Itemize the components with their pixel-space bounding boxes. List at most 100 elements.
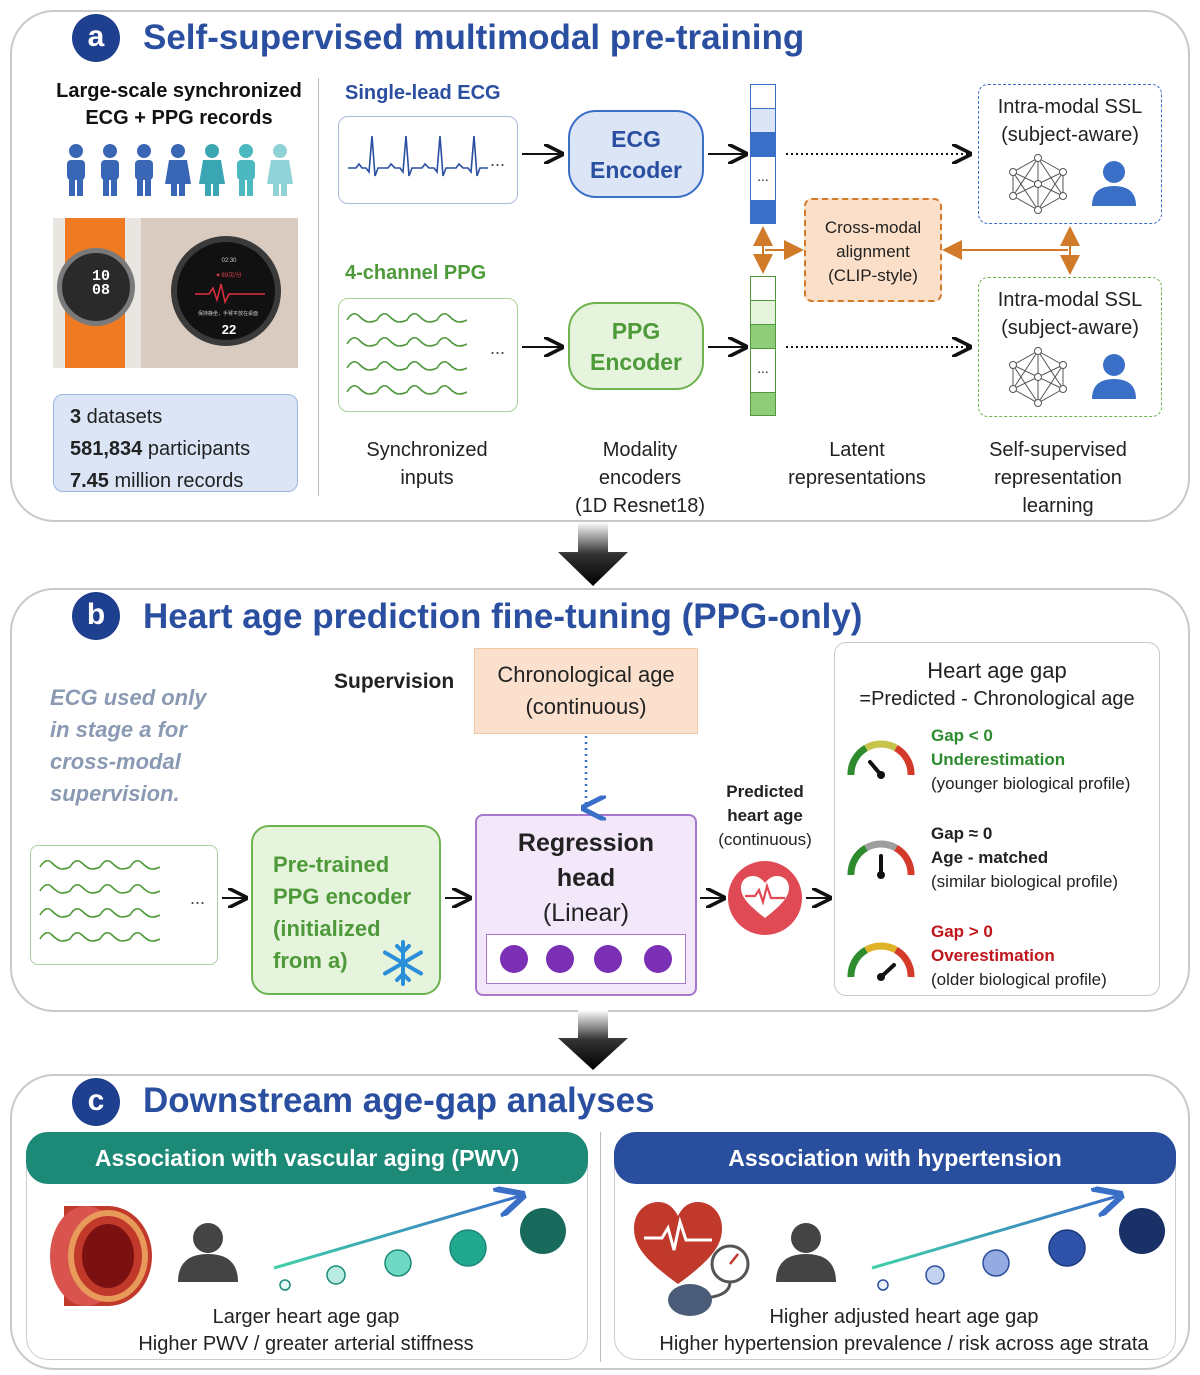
watch-hr-text: ♥ 89次/分 [216,273,242,279]
watch-small-time: 02:30 [221,258,237,264]
artery-icon [50,1206,152,1306]
trend-arrow [273,1196,520,1270]
watch-big-number: 22 [221,322,237,337]
ppg-channel-3 [346,360,468,371]
hypertension-banner: Association with hypertension [614,1132,1176,1184]
ppg-channel-2 [346,336,468,347]
neuron [546,945,574,973]
panel-a-title: Self-supervised multimodal pre-training [143,18,805,57]
person-icon [165,144,191,196]
user-icon [1092,161,1136,206]
pwv-banner: Association with vascular aging (PWV) [26,1132,588,1184]
cross-modal-alignment-box: Cross-modal alignment (CLIP-style) [804,198,942,302]
gap-item-low: Gap < 0 Underestimation (younger biologi… [931,726,1131,793]
ecg-ssl-box: Intra-modal SSL (subject-aware) [978,84,1162,224]
chronological-age-box: Chronological age (continuous) [474,648,698,734]
ecg-signal-box [338,116,518,204]
ecg-label: Single-lead ECG [345,82,501,104]
trend-dot [1048,1229,1086,1267]
panel-a-divider [318,78,319,496]
caption-ssl: Self-supervised representation learning [989,439,1127,517]
panel-c-title: Downstream age-gap analyses [143,1081,655,1120]
predicted-heart-age-label: Predicted heart age (continuous) [718,782,812,849]
ppg-encoder: PPG Encoder [568,302,704,390]
neural-network-icon [1009,154,1067,214]
watch-ecg-icon [195,283,265,305]
snowflake-icon [383,940,423,986]
pwv-caption: Larger heart age gap Higher PWV / greate… [138,1306,474,1355]
panel-b-badge: b [72,592,120,640]
ecg-note: ECG used only in stage a for cross-modal… [50,685,207,806]
ppg-input-box-b [30,845,218,965]
panel-a-badge: a [72,14,120,62]
person-silhouette-icon [178,1223,238,1282]
blood-pressure-icon [634,1202,750,1316]
panel-c-divider [600,1132,601,1362]
person-icon [267,144,293,196]
down-arrow-b-to-c [558,1010,628,1070]
person-silhouette-icon [776,1223,836,1282]
trend-dot [449,1229,487,1267]
stat-datasets: 3 datasets [70,406,163,428]
gap-item-mid: Gap ≈ 0 Age - matched (similar biologica… [931,824,1119,891]
records-title: Large-scale synchronized ECG + PPG recor… [55,78,303,132]
records-title-line-1: Large-scale synchronized [56,80,302,102]
stat-records: 7.45 million records [70,470,244,492]
trend-dot [1119,1208,1165,1254]
trend-arrow [871,1196,1118,1270]
gauge-icon-high [847,942,915,981]
neuron [644,945,672,973]
trend-dot [279,1279,291,1291]
caption-encoders: Modality encoders (1D Resnet18) [574,439,706,517]
trend-dot [925,1265,945,1285]
ecg-ellipsis: ... [490,150,506,170]
pwv-trend [273,1188,566,1291]
gap-title: Heart age gap [927,658,1067,683]
trend-dot [520,1208,566,1254]
ecg-encoder: ECG Encoder [568,110,704,198]
ecg-latent-vector: ... [750,84,776,224]
trend-dot [384,1249,412,1277]
neuron [594,945,622,973]
gap-item-high: Gap > 0 Overestimation (older biological… [931,922,1107,989]
neuron-dots [500,945,672,973]
ppg-latent-vector: ... [750,276,776,416]
panel-a-arrows [522,0,1080,520]
ppg-ssl-box: Intra-modal SSL (subject-aware) [978,277,1162,417]
pretrained-ppg-encoder: Pre-trained PPG encoder (initialized fro… [251,825,441,995]
gauge-icon-low [847,740,915,779]
user-icon [1092,354,1136,399]
trend-dot [877,1279,889,1291]
watch-bottom-text: 保持静坐，手臂平放在桌面 [197,311,258,317]
person-icon [135,144,153,196]
panel-c-badge: c [72,1078,120,1126]
trend-dot [982,1249,1010,1277]
person-icon [199,144,225,196]
gap-formula: =Predicted - Chronological age [859,688,1135,710]
person-icon [237,144,255,196]
stats-box: 3 datasets 581,834 participants 7.45 mil… [53,394,298,492]
watch-face-left [57,248,135,326]
panel-b-arrows [222,736,1200,1000]
gauge-icon-mid [847,840,915,879]
ppg-signal-box [338,298,518,412]
caption-inputs: Synchronized inputs [366,439,488,489]
supervision-label: Supervision [334,670,455,693]
ecg-waveform [348,135,488,177]
watch-time-big: 10 08 [91,268,110,299]
watch-face-right [171,236,281,346]
down-arrow-a-to-b [558,522,628,586]
caption-latent: Latent representations [788,439,926,489]
hypertension-trend [871,1188,1165,1291]
ppg-channel-4 [346,384,468,395]
ppg-ellipsis: ... [490,338,506,358]
ppg-ellipsis-b: ... [190,888,206,908]
trend-dot [326,1265,346,1285]
smartwatch-photo: 10 08 02:30 ♥ 89次/分 保持静坐，手臂平放在桌面 22 [53,218,298,368]
stat-participants: 581,834 participants [70,438,251,460]
neural-network-icon [1009,347,1067,407]
people-icon-row [67,144,293,196]
ppg-channel-1 [346,312,468,323]
ppg-waveforms-b [39,859,161,942]
heart-icon [728,861,802,935]
